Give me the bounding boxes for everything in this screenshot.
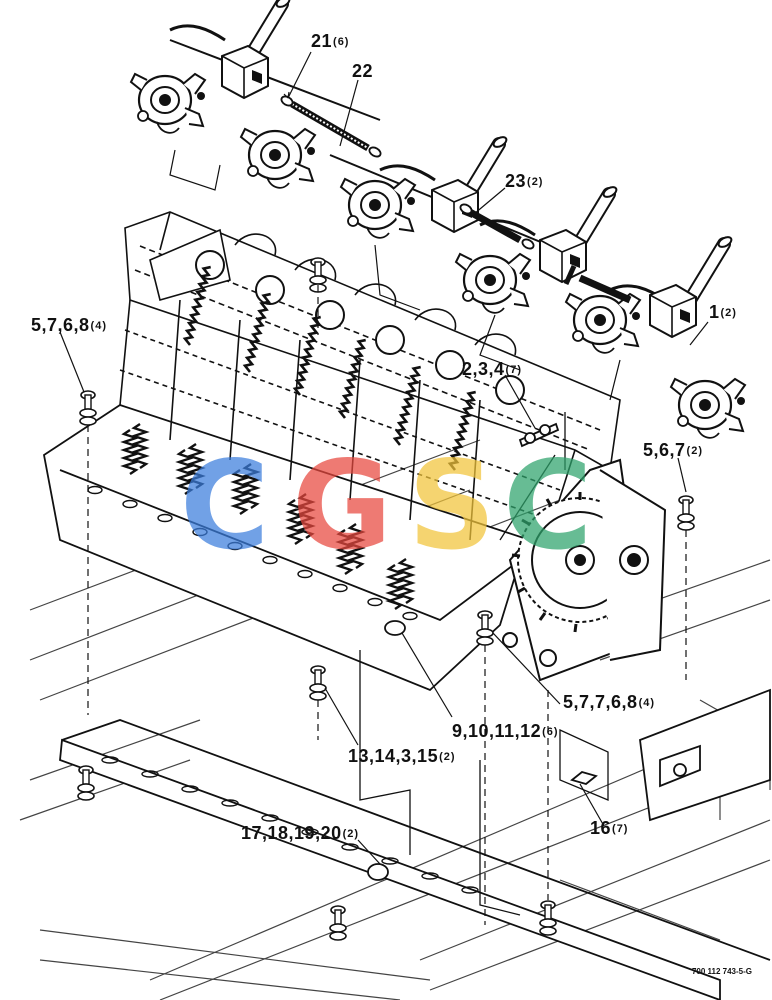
- leader-lines: [59, 51, 709, 865]
- callout-13-14-3-15: 13,14,3,15(2): [348, 746, 456, 766]
- fasteners: [77, 257, 695, 941]
- knotter-shaft: [280, 95, 632, 304]
- callout-5-7-6-8-top: 5,7,6,8(4): [31, 315, 107, 335]
- callout-2-3-4: 2,3,4(7): [462, 359, 522, 379]
- phantom-lines: [87, 285, 687, 925]
- callout-22: 22: [352, 61, 374, 81]
- watermark-letter: C: [180, 435, 270, 577]
- right-bracket: [639, 688, 771, 822]
- base-plate: [43, 404, 548, 692]
- drawing-number: 700 112 743-5-G: [691, 967, 752, 976]
- callout-17-18-19-20: 17,18,19,20(2): [241, 823, 360, 843]
- cross-channel: [59, 719, 771, 1000]
- callout-16: 16(7): [590, 818, 629, 838]
- callout-5-7-7-6-8: 5,7,7,6,8(4): [563, 692, 656, 712]
- drive-sprocket: [502, 458, 667, 682]
- callout-1: 1(2): [709, 302, 737, 322]
- watermark-letter: G: [292, 435, 393, 577]
- callout-5-6-7: 5,6,7(2): [643, 440, 703, 460]
- callout-9-10-11-12: 9,10,11,12(6): [452, 721, 559, 741]
- callout-23: 23(2): [505, 171, 544, 191]
- watermark-letter: C: [503, 435, 593, 577]
- bracket-outlines: [359, 412, 609, 916]
- callout-21: 21(6): [311, 31, 350, 51]
- watermark-letter: S: [408, 435, 496, 577]
